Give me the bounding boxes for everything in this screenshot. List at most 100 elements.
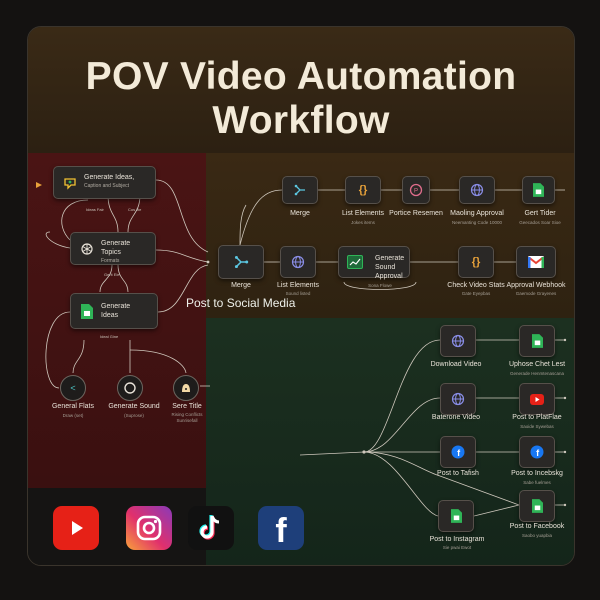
sheets-icon <box>520 326 554 356</box>
post-incebskg-label: Post to Incebskg <box>511 470 563 477</box>
generate-ideas-title: Generate Ideas, <box>84 174 135 181</box>
uphose-chet-node[interactable] <box>519 325 555 357</box>
approval-webhook-node[interactable] <box>516 246 556 278</box>
svg-text:f: f <box>536 448 540 458</box>
merge-top-node[interactable] <box>282 176 318 204</box>
post-incebskg-node[interactable]: f <box>519 436 555 468</box>
list-elements-top-label: List Elements <box>341 210 385 217</box>
idea-icon <box>54 167 86 198</box>
list-elements-top-sub: Jokes items <box>351 220 375 225</box>
sere-title-sub2: Sunrisefall <box>176 418 198 423</box>
record-icon <box>124 382 136 394</box>
post-platflae-label: Post to PlatFlae <box>512 414 562 421</box>
globe-icon <box>281 247 315 277</box>
edge-label-c: Gerit Eie <box>104 272 120 277</box>
baterone-video-node[interactable] <box>440 383 476 415</box>
generate-topics-sub: Formats <box>101 258 120 264</box>
generate-sound-note: Sona Flowe <box>368 283 392 288</box>
gert-tider-node[interactable] <box>522 176 555 204</box>
general-flats-node[interactable]: < <box>60 375 86 401</box>
svg-text:f: f <box>457 448 461 458</box>
generate-sound-small-node[interactable] <box>117 375 143 401</box>
openai-icon <box>71 233 103 264</box>
generate-sound-small-label: Generate Sound <box>108 403 160 410</box>
download-video-node[interactable] <box>440 325 476 357</box>
edge-label-b: Cos itie <box>128 207 142 212</box>
generate-sound-small-sub: (Suprose) <box>124 413 144 418</box>
globe-icon <box>441 384 475 414</box>
facebook-logo: f <box>258 506 304 550</box>
merge-icon <box>219 246 263 278</box>
post-tafish-label: Post to Tafish <box>437 470 479 477</box>
edge-label-d: Ideal Gine <box>100 334 119 339</box>
maoling-approval-node[interactable] <box>459 176 495 204</box>
portice-label: Portice Resemen <box>389 210 443 217</box>
post-platflae-node[interactable] <box>519 383 555 415</box>
approval-webhook-label: Approval Webhook <box>506 282 566 289</box>
title-line-2: Workflow <box>212 99 390 142</box>
portice-node[interactable]: P <box>402 176 430 204</box>
title-line-1: POV Video Automation <box>85 55 517 98</box>
download-video-label: Download Video <box>430 361 482 368</box>
post-facebook-label: Post to Facebook <box>509 523 565 530</box>
general-flats-label: General Flats <box>51 403 95 410</box>
globe-icon <box>460 177 494 203</box>
facebook-icon: f <box>441 437 475 467</box>
post-facebook-node[interactable] <box>519 490 555 522</box>
facebook-f-icon: f <box>275 512 287 550</box>
generate-ideas-sheet-node[interactable]: Generate Ideas <box>70 293 158 329</box>
sere-title-node[interactable] <box>173 375 199 401</box>
check-video-stats-sub: Gate Eyepbas <box>461 291 491 296</box>
globe-icon <box>441 326 475 356</box>
approval-webhook-sub: Gaemode Grayenes <box>515 291 557 296</box>
sheets-icon <box>71 294 103 328</box>
generate-ideas-node[interactable]: Generate Ideas, Caption and Subject <box>53 166 156 199</box>
code-braces-icon: {} <box>471 256 481 268</box>
sheets-icon <box>523 177 554 203</box>
generate-ideas2-title: Generate <box>101 303 131 310</box>
post-incebskg-sub: Sabe fuelmes <box>523 480 551 485</box>
maoling-approval-sub: Neemanting Code 10000 <box>451 220 503 225</box>
sheets-icon <box>520 491 554 521</box>
tiktok-logo <box>188 506 234 550</box>
bell-icon <box>182 384 190 392</box>
gert-tider-label: Gert Tider <box>524 210 556 217</box>
play-icon <box>72 521 83 535</box>
gmail-icon <box>517 247 555 277</box>
post-tafish-node[interactable]: f <box>440 436 476 468</box>
merge-mid-node[interactable] <box>218 245 264 279</box>
generate-ideas2-sub: Ideas <box>101 312 119 319</box>
post-platflae-sub: Saoide Sywebas <box>520 424 554 429</box>
list-elements-top-node[interactable]: {} <box>345 176 381 204</box>
generate-topics-node[interactable]: Generate Topics Formats <box>70 232 156 265</box>
processing-panel <box>206 153 574 318</box>
check-video-stats-label: Check Video Stats <box>447 282 505 289</box>
list-elements-mid-node[interactable] <box>280 246 316 278</box>
youtube-icon <box>520 384 554 414</box>
camera-icon <box>136 515 162 541</box>
svg-text:P: P <box>414 189 418 195</box>
generate-ideas-sub: Caption and Subject <box>84 183 130 189</box>
title-banner: POV Video Automation Workflow <box>28 27 574 153</box>
edge-label-a: Ideas Fair <box>86 207 104 212</box>
facebook-icon: f <box>520 437 554 467</box>
social-section-title: Post to Social Media <box>186 296 296 310</box>
generate-sound-approval-node[interactable]: Generate Sound Approval <box>338 246 410 280</box>
check-video-stats-node[interactable]: {} <box>458 246 494 278</box>
share-icon: < <box>70 382 76 393</box>
post-instagram-node[interactable] <box>438 500 474 532</box>
page-title: POV Video Automation Workflow <box>28 55 574 143</box>
pause-circle-icon: P <box>403 177 429 203</box>
code-braces-icon: {} <box>358 184 368 196</box>
chart-icon <box>339 247 371 277</box>
generate-sound-approval-title: Generate Sound <box>375 255 405 271</box>
merge-icon <box>283 177 317 203</box>
gert-tider-sub: Geecados Soar Sioe <box>519 220 561 225</box>
sere-title-sub1: Rising Conflicts <box>171 412 203 417</box>
general-flats-sub: Draw (set) <box>62 413 84 418</box>
generate-topics-title: Generate Topics <box>101 240 131 256</box>
generate-sound-approval-sub: Approval <box>375 273 403 280</box>
sheets-icon <box>439 501 473 531</box>
post-instagram-sub: Sie pwai Ewot <box>442 545 472 550</box>
